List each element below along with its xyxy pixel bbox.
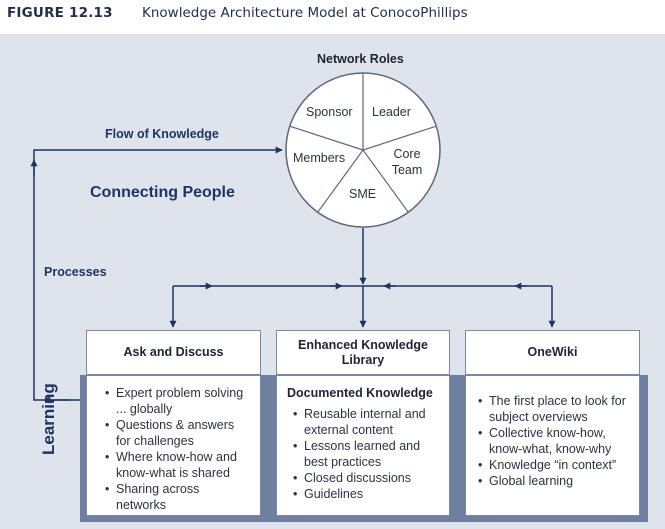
list-item: Sharing across networks xyxy=(105,481,252,513)
wheel-label-sme: SME xyxy=(349,187,377,201)
onewiki-list: The first place to look for subject over… xyxy=(478,393,633,489)
list-item: Knowledge “in context” xyxy=(478,457,633,473)
figure-number: FIGURE 12.13 xyxy=(7,5,113,21)
onewiki-title: OneWiki xyxy=(527,345,578,359)
list-item: The first place to look for subject over… xyxy=(478,393,633,425)
connecting-people-label: Connecting People xyxy=(90,184,235,201)
knowledge-library-title: Enhanced Knowledge Library xyxy=(298,337,428,367)
list-item: Reusable internal and external content xyxy=(293,406,441,438)
wheel-label-members: Members xyxy=(293,151,346,165)
network-roles-title: Network Roles xyxy=(317,52,404,66)
wheel-label-sponsor: Sponsor xyxy=(306,105,353,119)
ask-and-discuss-header: Ask and Discuss xyxy=(86,330,261,375)
ask-and-discuss-list: Expert problem solving ... globally Ques… xyxy=(105,385,252,513)
figure-caption: FIGURE 12.13 Knowledge Architecture Mode… xyxy=(0,0,665,34)
knowledge-library-header: Enhanced Knowledge Library xyxy=(276,330,450,375)
processes-label: Processes xyxy=(44,265,107,279)
onewiki-header: OneWiki xyxy=(465,330,640,375)
learning-label: Learning xyxy=(39,383,58,455)
list-item: Global learning xyxy=(478,473,633,489)
list-item: Where know-how and know-what is shared xyxy=(105,449,252,481)
knowledge-library-body: Documented Knowledge Reusable internal a… xyxy=(276,375,450,516)
documented-knowledge-heading: Documented Knowledge xyxy=(287,386,433,400)
onewiki-body: The first place to look for subject over… xyxy=(465,375,640,516)
list-item: Expert problem solving ... globally xyxy=(105,385,252,417)
ask-and-discuss-title: Ask and Discuss xyxy=(123,345,224,359)
wheel-label-core-team: Core Team xyxy=(391,147,423,177)
wheel-label-leader: Leader xyxy=(372,105,411,119)
figure-title: Knowledge Architecture Model at ConocoPh… xyxy=(142,5,468,21)
list-item: Lessons learned and best practices xyxy=(293,438,441,470)
flow-of-knowledge-label: Flow of Knowledge xyxy=(105,127,219,141)
knowledge-library-list: Reusable internal and external content L… xyxy=(293,406,441,502)
ask-and-discuss-body: Expert problem solving ... globally Ques… xyxy=(86,375,261,516)
list-item: Guidelines xyxy=(293,486,441,502)
list-item: Collective know-how, know-what, know-why xyxy=(478,425,633,457)
list-item: Questions & answers for challenges xyxy=(105,417,252,449)
list-item: Closed discussions xyxy=(293,470,441,486)
network-roles-wheel xyxy=(285,72,441,228)
